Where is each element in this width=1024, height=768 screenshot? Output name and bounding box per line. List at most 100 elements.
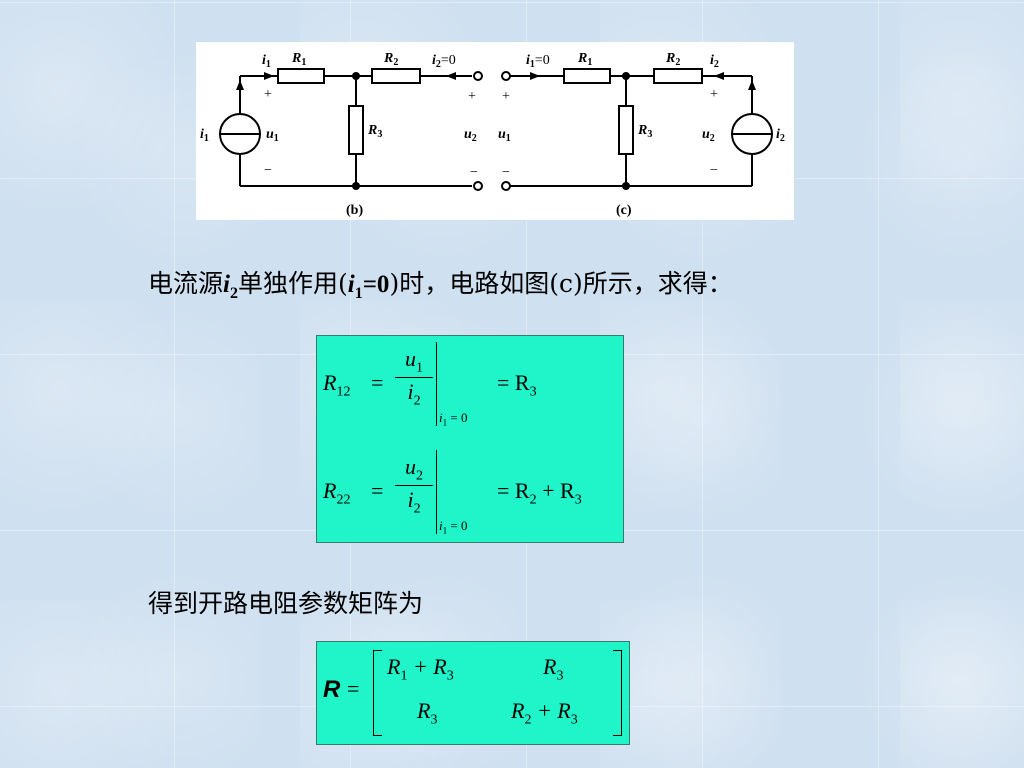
a12-sub: 3 (556, 668, 564, 684)
caption-c: (c) (616, 203, 632, 218)
r12-cond-eq: = 0 (447, 410, 468, 425)
statement-cond-sub: 1 (354, 285, 363, 302)
formula-box: R12 = u1 i2 i1 = 0 = R3 R22 = u2 i2 i1 =… (316, 335, 624, 543)
label-c-plus-right: + (710, 87, 718, 102)
matrix-box: R = R1 + R3 R3 R3 R2 + R3 (316, 641, 630, 745)
r22-cond-eq: = 0 (447, 518, 468, 533)
label-c-minus-right: − (710, 163, 718, 178)
a21-sub: 3 (430, 712, 438, 728)
node-c-top (622, 72, 630, 80)
r12-denominator: i2 (395, 378, 433, 409)
matrix-right-bracket (613, 650, 622, 736)
r12-cond-symbol: i (439, 410, 443, 425)
terminal-b-bottom (473, 181, 483, 191)
terminal-b-top (473, 71, 483, 81)
a11-plus: + R (407, 654, 447, 679)
r12-lhs: R12 (323, 370, 350, 400)
r12-lhs-sub: 12 (336, 384, 351, 400)
statement-middle: 单独作用( (237, 269, 348, 298)
label-c-plus-left: + (502, 89, 510, 104)
resistor-c-r3 (618, 105, 634, 155)
r22-condition: i1 = 0 (439, 518, 467, 536)
arrow-i2-wire-b (446, 72, 456, 80)
r22-lhs-sub: 22 (336, 492, 351, 508)
a21-r: R (417, 698, 431, 723)
arrow-i1-wire-c (530, 72, 540, 80)
r12-eval-bar (436, 342, 437, 426)
r12-eq: = (371, 370, 384, 395)
matrix-a12: R3 (543, 654, 563, 684)
r22-rhs-b-sub: 3 (574, 492, 582, 508)
label-c-R1: R1 (577, 51, 592, 68)
statement-prefix: 电流源 (148, 269, 224, 298)
statement-suffix: )时，电路如图(c)所示，求得： (389, 269, 733, 298)
r22-rhs-b: + R (536, 478, 575, 503)
r22-fraction: u2 i2 (395, 454, 433, 518)
statement-cond-eq: =0 (362, 271, 390, 298)
matrix-label: R (323, 676, 341, 703)
label-c-i2: i2 (710, 53, 719, 70)
r22-lhs-symbol: R (323, 478, 337, 503)
label-b-plus-left: + (264, 87, 272, 102)
r22-num-symbol: u (405, 454, 416, 479)
r12-numerator: u1 (395, 346, 433, 379)
label-b-plus-right: + (468, 89, 476, 104)
r12-den-symbol: i (407, 379, 414, 405)
r12-rhs-text: = R (497, 370, 530, 395)
terminal-c-top (501, 71, 511, 81)
a11-r: R (387, 654, 401, 679)
r12-den-sub: 2 (413, 393, 421, 409)
resistor-b-r2 (371, 68, 421, 84)
node-c-bottom (622, 182, 630, 190)
a22-sub2: 3 (570, 712, 578, 728)
r22-eq: = (371, 478, 384, 503)
a22-r: R (511, 698, 525, 723)
r22-cond-symbol: i (439, 518, 443, 533)
arrow-i2-wire-c (714, 72, 724, 80)
resistor-b-r1 (277, 68, 325, 84)
r12-cond-sub: 1 (442, 417, 448, 428)
r12-lhs-symbol: R (323, 370, 337, 395)
label-b-minus-left: − (264, 163, 272, 178)
r22-eval-bar (436, 450, 437, 534)
statement-cond-var: i (347, 271, 355, 298)
r22-numerator: u2 (395, 454, 433, 487)
r12-num-symbol: u (405, 346, 416, 371)
r22-lhs: R22 (323, 478, 350, 508)
r12-condition: i1 = 0 (439, 410, 467, 428)
r12-rhs: = R3 (497, 370, 537, 400)
r22-den-sub: 2 (413, 501, 421, 517)
node-b-bottom (352, 182, 360, 190)
resistor-c-r1 (563, 68, 611, 84)
r22-den-symbol: i (407, 487, 414, 513)
label-b-u2: u2 (464, 127, 477, 144)
resistor-b-r3 (348, 105, 364, 155)
label-b-R3: R3 (367, 123, 382, 140)
label-b-i1: i1 (262, 53, 271, 70)
label-b-u1: u1 (266, 127, 279, 144)
arrow-i1-source (236, 80, 244, 90)
statement-line: 电流源i2单独作用(i1=0)时，电路如图(c)所示，求得： (148, 264, 733, 303)
label-c-u1: u1 (498, 127, 511, 144)
conclusion-line: 得到开路电阻参数矩阵为 (148, 589, 424, 618)
r22-rhs-a: = R (497, 478, 530, 503)
label-b-i2-zero: i2=0 (432, 53, 456, 70)
label-b-R1: R1 (291, 51, 306, 68)
label-b-i1-source: i1 (200, 127, 209, 144)
label-c-R2: R2 (665, 51, 680, 68)
label-c-i2-source: i2 (776, 127, 785, 144)
r12-rhs-sub: 3 (529, 384, 537, 400)
circuit-svg: i1 R1 R2 i2=0 + + i1 u1 R3 u2 − − (b) i1… (200, 51, 785, 218)
matrix-a22: R2 + R3 (511, 698, 578, 728)
label-b-minus-right: − (470, 165, 478, 180)
matrix-a21: R3 (417, 698, 437, 728)
r22-cond-sub: 1 (442, 525, 448, 536)
matrix-left-bracket (373, 650, 382, 736)
a11-sub2: 3 (446, 668, 454, 684)
matrix-eq: = (347, 676, 360, 701)
r22-rhs-a-sub: 2 (529, 492, 537, 508)
statement-var-sub: 2 (229, 285, 238, 302)
node-b-top (352, 72, 360, 80)
a12-r: R (543, 654, 557, 679)
terminal-c-bottom (501, 181, 511, 191)
